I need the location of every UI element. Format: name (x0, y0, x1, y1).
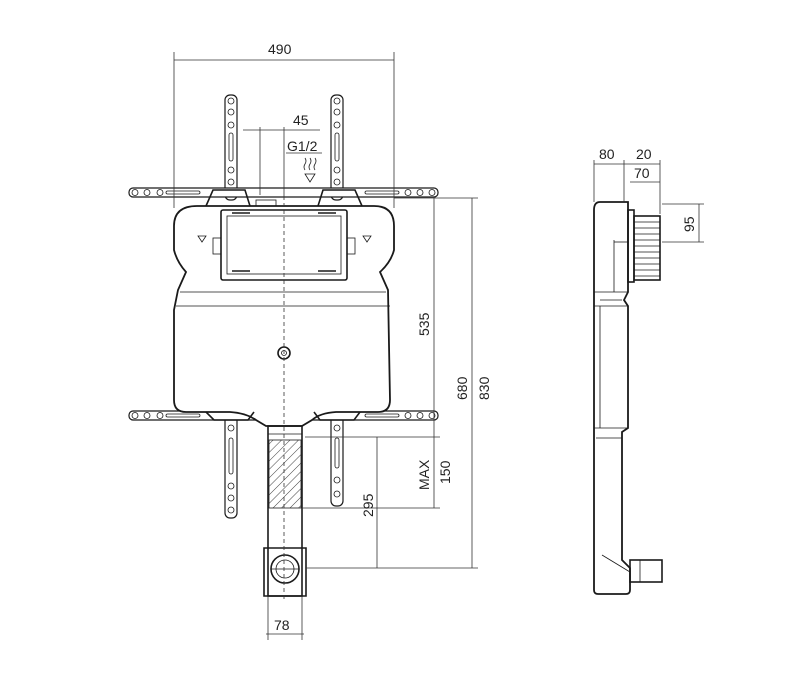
dim-heights (302, 197, 478, 569)
label-side-80: 80 (599, 146, 615, 162)
label-side-20: 20 (636, 146, 652, 162)
flush-pipe (263, 425, 307, 597)
label-side-95: 95 (681, 216, 697, 232)
label-side-70: 70 (634, 165, 650, 181)
side-body (593, 201, 631, 595)
label-width-total: 490 (268, 41, 292, 57)
water-level-triangle-icon (362, 235, 372, 243)
dim-side (593, 160, 704, 243)
label-height-830: 830 (476, 376, 492, 400)
front-view (128, 52, 478, 640)
side-view (593, 160, 704, 595)
label-max: MAX (416, 459, 432, 490)
water-inlet (243, 127, 322, 196)
label-height-150: 150 (437, 460, 453, 484)
dimension-labels: 490 45 G1/2 535 680 830 MAX 150 295 78 8… (268, 41, 697, 633)
label-offset-45: 45 (293, 112, 309, 128)
label-height-680: 680 (454, 376, 470, 400)
heat-waves-icon (303, 157, 317, 183)
label-pipe-78: 78 (274, 617, 290, 633)
threaded-connector (627, 209, 661, 283)
vertical-rails (224, 94, 344, 519)
water-level-triangle-icon (197, 235, 207, 243)
dim-pipe-width (266, 596, 304, 640)
label-height-535: 535 (416, 312, 432, 336)
label-thread: G1/2 (287, 138, 318, 154)
dim-width-total (173, 52, 395, 208)
label-height-295: 295 (360, 493, 376, 517)
